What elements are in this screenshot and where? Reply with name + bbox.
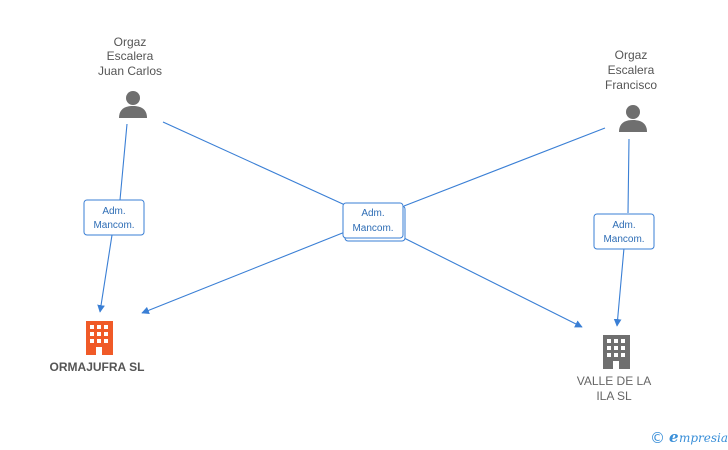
relation-label-3[interactable]: Adm. Mancom. xyxy=(593,213,655,250)
brand-initial: e xyxy=(669,428,679,446)
person-1-name-line2: Escalera xyxy=(107,49,154,63)
person-2-name-line1: Orgaz xyxy=(615,48,648,62)
relation-label-1[interactable]: Adm. Mancom. xyxy=(83,199,145,236)
edge-p1-c1 xyxy=(100,123,128,312)
company-2-name-line2: ILA SL xyxy=(596,389,632,403)
edge-p1-c2 xyxy=(162,121,582,327)
person-node-1[interactable]: Orgaz Escalera Juan Carlos xyxy=(98,35,162,118)
relation-label-2-line2: Mancom. xyxy=(352,223,393,234)
building-icon xyxy=(603,335,630,369)
person-1-name-line1: Orgaz xyxy=(114,35,147,49)
person-1-name-line3: Juan Carlos xyxy=(98,64,162,78)
brand-name: mpresia xyxy=(679,431,728,445)
company-2-name-line1: VALLE DE LA xyxy=(577,374,651,388)
person-node-2[interactable]: Orgaz Escalera Francisco xyxy=(605,48,657,132)
relation-label-1-line2: Mancom. xyxy=(93,220,134,231)
relation-label-3-line2: Mancom. xyxy=(603,234,644,245)
person-icon xyxy=(119,91,147,118)
edges xyxy=(100,121,630,327)
person-icon xyxy=(619,105,647,132)
relation-label-1-line1: Adm. xyxy=(102,206,125,217)
relation-label-2-line1: Adm. xyxy=(361,208,384,219)
company-1-name: ORMAJUFRA SL xyxy=(50,360,145,374)
brand-logo: © e mpresia xyxy=(650,428,728,447)
copyright-symbol: © xyxy=(650,429,665,447)
edge-p2-c1 xyxy=(142,127,606,313)
relation-label-3-line1: Adm. xyxy=(612,220,635,231)
person-2-name-line3: Francisco xyxy=(605,78,657,92)
company-node-2[interactable]: VALLE DE LA ILA SL xyxy=(577,335,651,403)
company-node-1[interactable]: ORMAJUFRA SL xyxy=(50,321,145,374)
building-icon xyxy=(86,321,113,355)
person-2-name-line2: Escalera xyxy=(608,63,655,77)
relation-label-2[interactable]: Adm. Mancom. xyxy=(342,202,406,242)
edge-p2-c2 xyxy=(617,138,630,326)
